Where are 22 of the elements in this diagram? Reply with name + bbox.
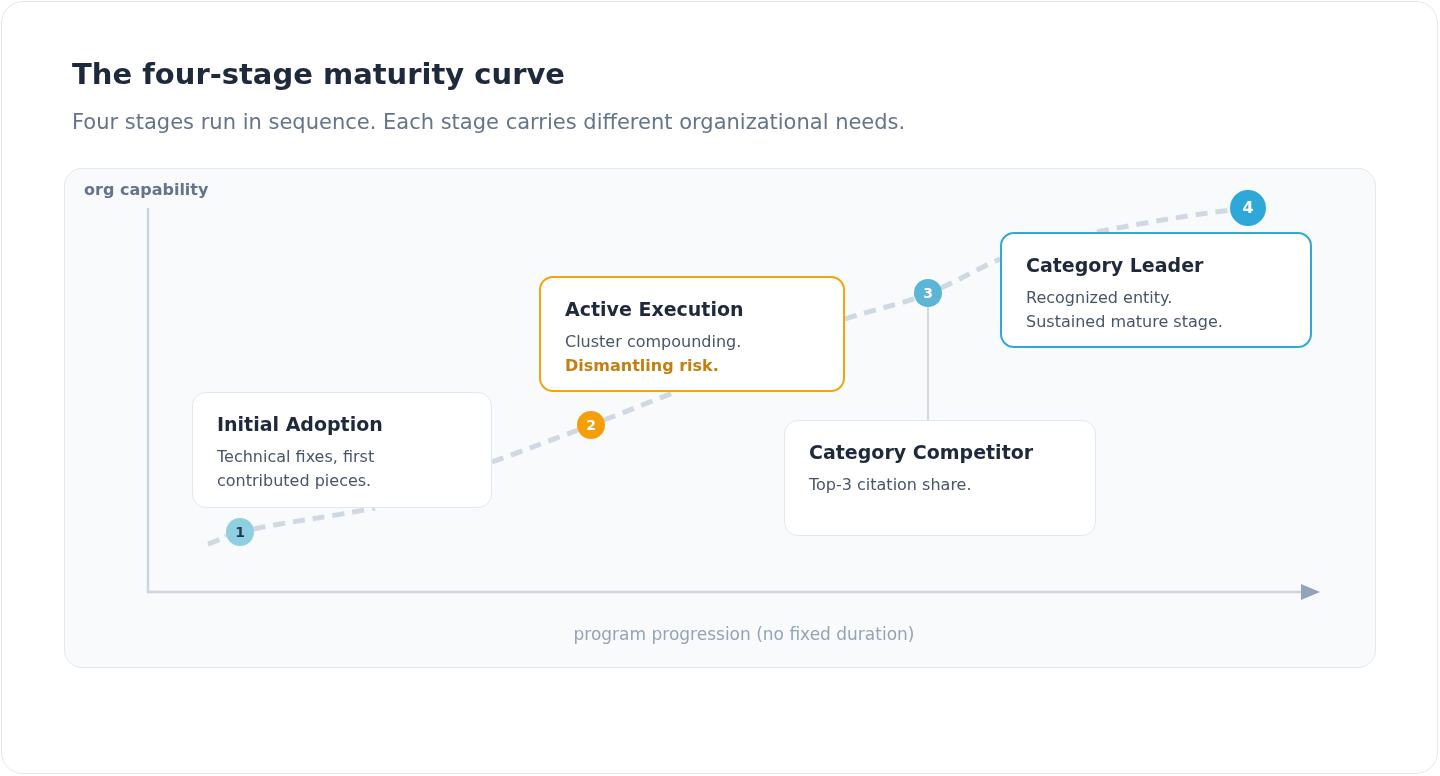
- card-title: Active Execution: [565, 297, 744, 321]
- axis-title: program progression (no fixed duration): [573, 623, 915, 645]
- dashed-curve: [207, 533, 229, 547]
- dashed-curve: [940, 256, 1002, 291]
- dashed-curve: [844, 295, 916, 322]
- card-title: Category Leader: [1026, 253, 1204, 277]
- stage-card: [539, 276, 845, 392]
- axis-title: org capability: [84, 179, 209, 201]
- card-description: Technical fixes, first contributed pieces.: [217, 446, 376, 492]
- card-title: Initial Adoption: [217, 412, 383, 436]
- stage-card: [784, 420, 1096, 536]
- card-description: Recognized entity. Sustained mature stage.: [1026, 287, 1224, 333]
- card-description: Top-3 citation share.: [809, 474, 972, 496]
- subtitle: Four stages run in sequence. Each stage carries different organizational needs.: [72, 109, 906, 136]
- stage-card: [1000, 232, 1312, 348]
- card-description: Cluster compounding. Dismantling risk.: [565, 331, 743, 377]
- title: The four-stage maturity curve: [72, 56, 566, 92]
- leader-line: [927, 306, 929, 421]
- dashed-curve: [491, 427, 579, 465]
- stage-card: [192, 392, 492, 508]
- card-title: Category Competitor: [809, 440, 1034, 464]
- dashed-curve: [1096, 207, 1231, 235]
